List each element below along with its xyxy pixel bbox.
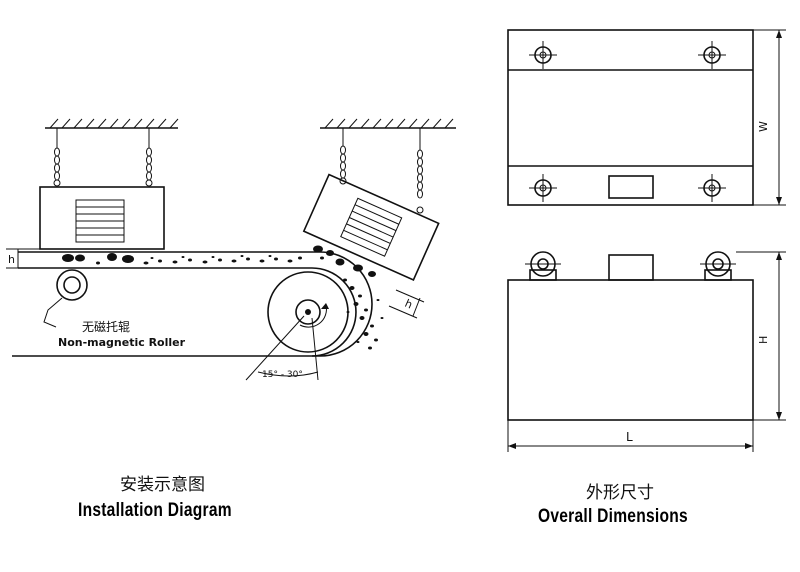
head-pulley	[267, 271, 349, 353]
dimension-h: H	[736, 251, 786, 421]
dimensions-caption-en: Overall Dimensions	[538, 506, 688, 527]
roller-label-en: Non-magnetic Roller	[58, 336, 186, 349]
dimensions-caption-cn: 外形尺寸	[586, 483, 654, 503]
magnet-box-right	[302, 173, 440, 282]
dimension-h-left-label: h	[8, 253, 15, 266]
ceiling-right	[320, 118, 456, 129]
front-view	[507, 251, 754, 421]
angle-label: 15° - 30°	[262, 370, 303, 380]
top-view	[507, 29, 754, 206]
chain-left	[53, 128, 153, 187]
conveyor-belt	[12, 251, 373, 357]
magnet-box-left	[39, 186, 165, 250]
lug-bottom-right	[698, 174, 726, 202]
dimension-h-label: H	[757, 336, 770, 344]
installation-caption-en: Installation Diagram	[78, 500, 232, 521]
roller-label-cn: 无磁托辊	[82, 319, 130, 334]
lug-top-right	[698, 41, 726, 69]
dimensions-diagram: W H	[507, 29, 786, 452]
lug-front-left	[525, 251, 561, 281]
lug-bottom-left	[529, 174, 557, 202]
non-magnetic-roller	[43, 269, 88, 328]
material-ore	[62, 245, 384, 350]
dimension-h-right-label: h	[403, 297, 415, 312]
dimension-w-label: W	[757, 121, 770, 132]
lug-front-right	[700, 251, 736, 281]
dimension-l: L	[507, 420, 754, 452]
chain-right	[339, 128, 424, 214]
dimension-h-right: h	[388, 289, 425, 319]
dimension-l-label: L	[626, 430, 633, 444]
installation-diagram: h	[6, 118, 456, 381]
dimension-w: W	[753, 29, 786, 206]
installation-caption-cn: 安装示意图	[120, 475, 205, 495]
lug-top-left	[529, 41, 557, 69]
ceiling-left	[45, 118, 179, 129]
angle-indicator	[245, 315, 319, 381]
